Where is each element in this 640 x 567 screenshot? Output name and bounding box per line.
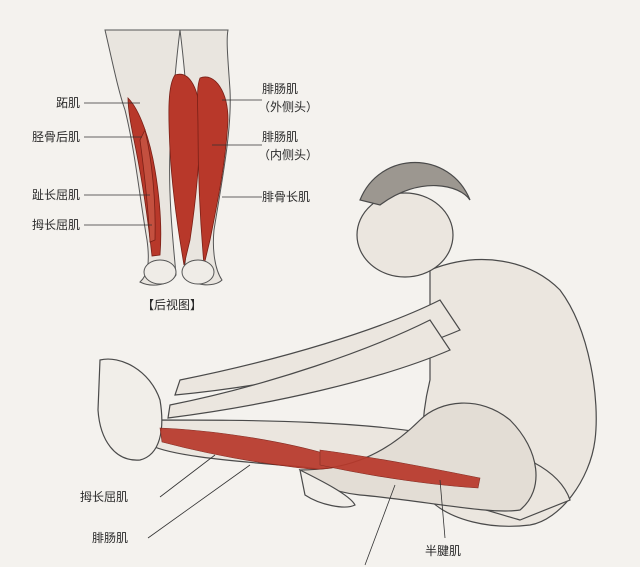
label-flexor-digitorum-longus: 趾长屈肌 [31,188,80,202]
label-gastrocnemius-medial-sub: （内侧头） [258,148,319,162]
label-peroneus-longus: 腓骨长肌 [262,190,311,204]
label-gastrocnemius-lateral-sub: （外侧头） [258,100,319,114]
leader-lines-back [84,99,262,226]
label-flexor-hallucis-longus-back: 拇长屈肌 [31,218,80,232]
label-gastrocnemius-medial: 腓肠肌 [262,130,299,144]
label-plantaris: 跖肌 [55,96,80,110]
label-gastrocnemius-lateral: 腓肠肌 [262,82,299,96]
stretch-muscles [159,427,481,489]
leader-lines-stretch [147,454,446,566]
label-tibialis-posterior: 胫骨后肌 [31,130,80,144]
label-flexor-hallucis-longus: 拇长屈肌 [80,490,129,504]
label-gastrocnemius: 腓肠肌 [92,531,129,545]
feet-back [143,259,215,285]
stretching-figure [97,161,597,527]
calf-muscles-back [127,73,229,266]
label-semitendinosus: 半腱肌 [425,544,462,558]
view-caption: 【后视图】 [142,298,203,312]
